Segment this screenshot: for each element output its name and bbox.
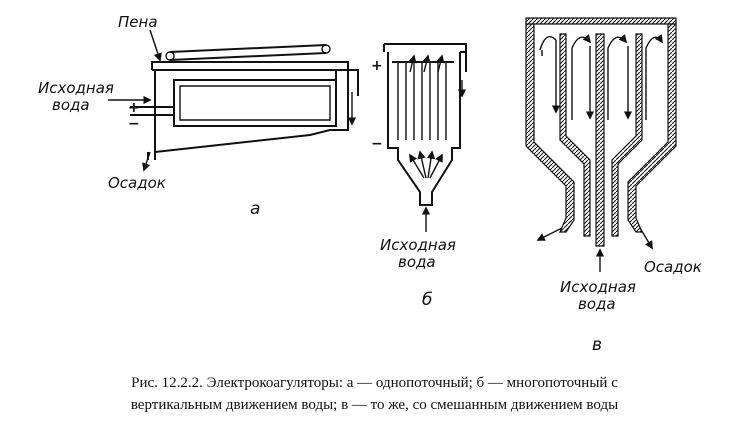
label-source-water-a-line1: Исходная [38,79,114,97]
outer-wall-right [627,21,677,233]
figure-caption: Рис. 12.2.2. Электрокоагуляторы: а — одн… [0,372,749,416]
label-source-water-a-line2: вода [52,96,90,114]
plus-sign-a: + [128,100,140,116]
partition-3 [611,33,643,237]
partition-1 [559,33,591,237]
caption-line-2: вертикальным движением воды; в — то же, … [130,397,619,413]
tank-body [152,69,349,154]
inlet-pipes [130,106,174,116]
label-source-water-b-line1: Исходная [380,236,456,254]
sub-label-b: б [422,290,432,310]
label-source-water-b: Исходная вода [380,236,461,271]
label-source-water-b-line2: вода [398,253,436,271]
foam-conveyor [165,44,331,61]
diagram-b-multi-flow: + − Исходная вода б [371,43,467,310]
label-sediment-c: Осадок [644,258,702,276]
minus-sign-b: − [371,136,383,152]
tank-b [387,52,461,206]
sub-label-a: а [250,199,260,219]
diagram-c-mixed-flow: Исходная вода Осадок в [525,17,702,355]
outlet-pipe [335,69,359,96]
electrode-block [173,79,337,127]
outer-wall-left [525,21,575,233]
label-source-water-c: Исходная вода [560,278,641,313]
sub-label-c: в [592,335,602,355]
label-foam: Пена [118,13,158,31]
caption-line-1: Рис. 12.2.2. Электрокоагуляторы: а — одн… [131,375,618,391]
diagram-a-single-flow: Пена Исходная вода + − Осадок а [38,13,359,219]
label-source-water-c-line2: вода [578,295,616,313]
minus-sign-a: − [128,116,140,132]
partition-2 [595,33,605,247]
electrode-plates-b [392,61,454,140]
label-sediment-a: Осадок [108,174,166,192]
label-source-water-a: Исходная вода [38,79,119,114]
plus-sign-b: + [371,58,383,74]
label-source-water-c-line1: Исходная [560,278,636,296]
